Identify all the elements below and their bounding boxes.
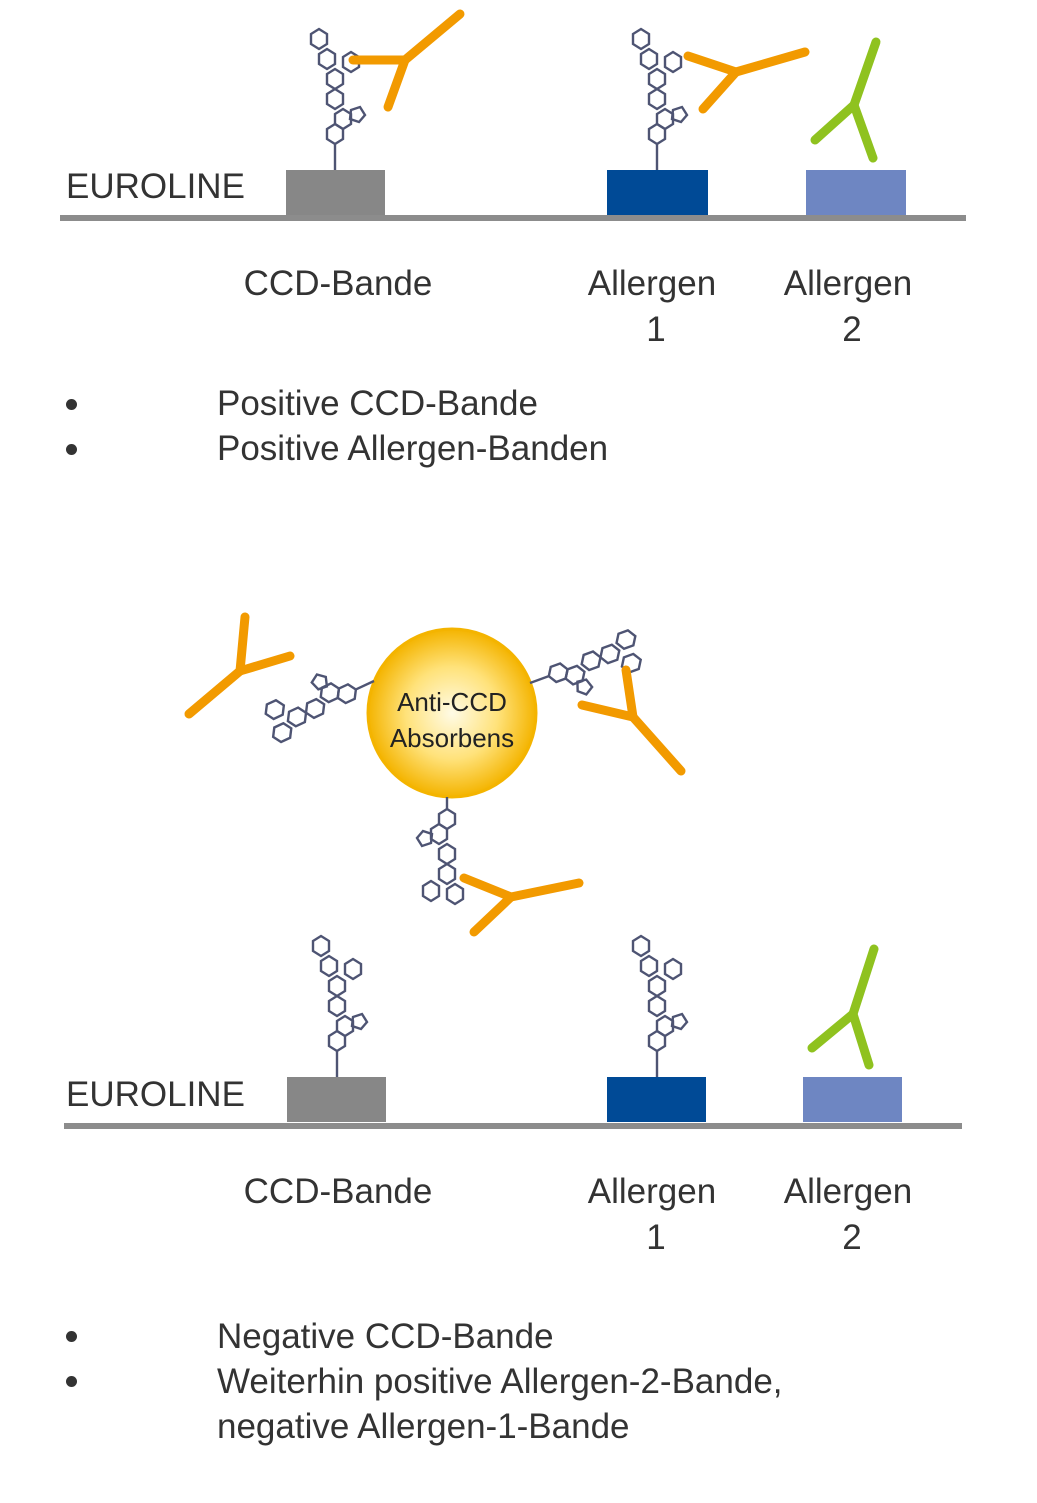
ccd-band-bottom bbox=[287, 1077, 386, 1122]
glycan-allergen1-bottom bbox=[631, 934, 689, 1077]
ige-antibody-allergen1-top bbox=[683, 47, 810, 114]
result-item-continuation: negative Allergen-1-Bande bbox=[217, 1407, 630, 1446]
glycan-bead-bottom bbox=[415, 797, 465, 906]
allergen2-number-bottom: 2 bbox=[842, 1218, 862, 1257]
ige-antibody-bead-right bbox=[577, 665, 686, 776]
result-item: Negative CCD-Bande bbox=[217, 1317, 554, 1356]
glycan-bead-upper-right bbox=[529, 628, 643, 696]
allergen1-label-top: Allergen bbox=[587, 264, 717, 303]
allergen1-label-bottom: Allergen bbox=[587, 1172, 717, 1211]
result-item: Weiterhin positive Allergen-2-Bande, bbox=[217, 1362, 783, 1401]
anti-ccd-absorbens-label: Anti-CCD Absorbens bbox=[370, 684, 534, 756]
bullet-dot bbox=[66, 1331, 77, 1342]
bullet-dot bbox=[66, 444, 77, 455]
glycan-bead-upper-left bbox=[264, 673, 375, 744]
allergen1-number-bottom: 1 bbox=[646, 1218, 666, 1257]
ige-antibody-bead-bottom bbox=[459, 873, 584, 937]
anti-ccd-bead bbox=[366, 627, 538, 799]
membrane-label-bottom: EUROLINE bbox=[66, 1075, 245, 1114]
ige-antibody-bead-left bbox=[184, 612, 295, 719]
ige-antibody-allergen2-bottom bbox=[807, 944, 879, 1070]
allergen1-number-top: 1 bbox=[646, 310, 666, 349]
bead-label-line2: Absorbens bbox=[389, 723, 515, 753]
bead-label-line1: Anti-CCD bbox=[397, 687, 507, 717]
ige-antibody-ccd-top bbox=[348, 9, 465, 112]
allergen2-label-bottom: Allergen bbox=[783, 1172, 913, 1211]
bullet-dot bbox=[66, 399, 77, 410]
glycan-allergen1-top bbox=[631, 27, 689, 170]
bullet-dot bbox=[66, 1376, 77, 1387]
ccd-band-label-bottom: CCD-Bande bbox=[243, 1172, 433, 1211]
allergen2-band-top bbox=[806, 170, 906, 215]
allergen2-number-top: 2 bbox=[842, 310, 862, 349]
allergen2-label-top: Allergen bbox=[783, 264, 913, 303]
result-item: Positive CCD-Bande bbox=[217, 384, 538, 423]
ccd-band-top bbox=[286, 170, 385, 215]
allergen1-band-top bbox=[607, 170, 708, 215]
allergen1-band-bottom bbox=[607, 1077, 706, 1122]
glycan-ccd-top bbox=[309, 27, 367, 170]
allergen2-band-bottom bbox=[803, 1077, 902, 1122]
ige-antibody-allergen2-top bbox=[810, 37, 881, 163]
glycan-ccd-bottom bbox=[311, 934, 369, 1077]
ccd-band-label-top: CCD-Bande bbox=[243, 264, 433, 303]
membrane-label-top: EUROLINE bbox=[66, 167, 245, 206]
result-item: Positive Allergen-Banden bbox=[217, 429, 609, 468]
